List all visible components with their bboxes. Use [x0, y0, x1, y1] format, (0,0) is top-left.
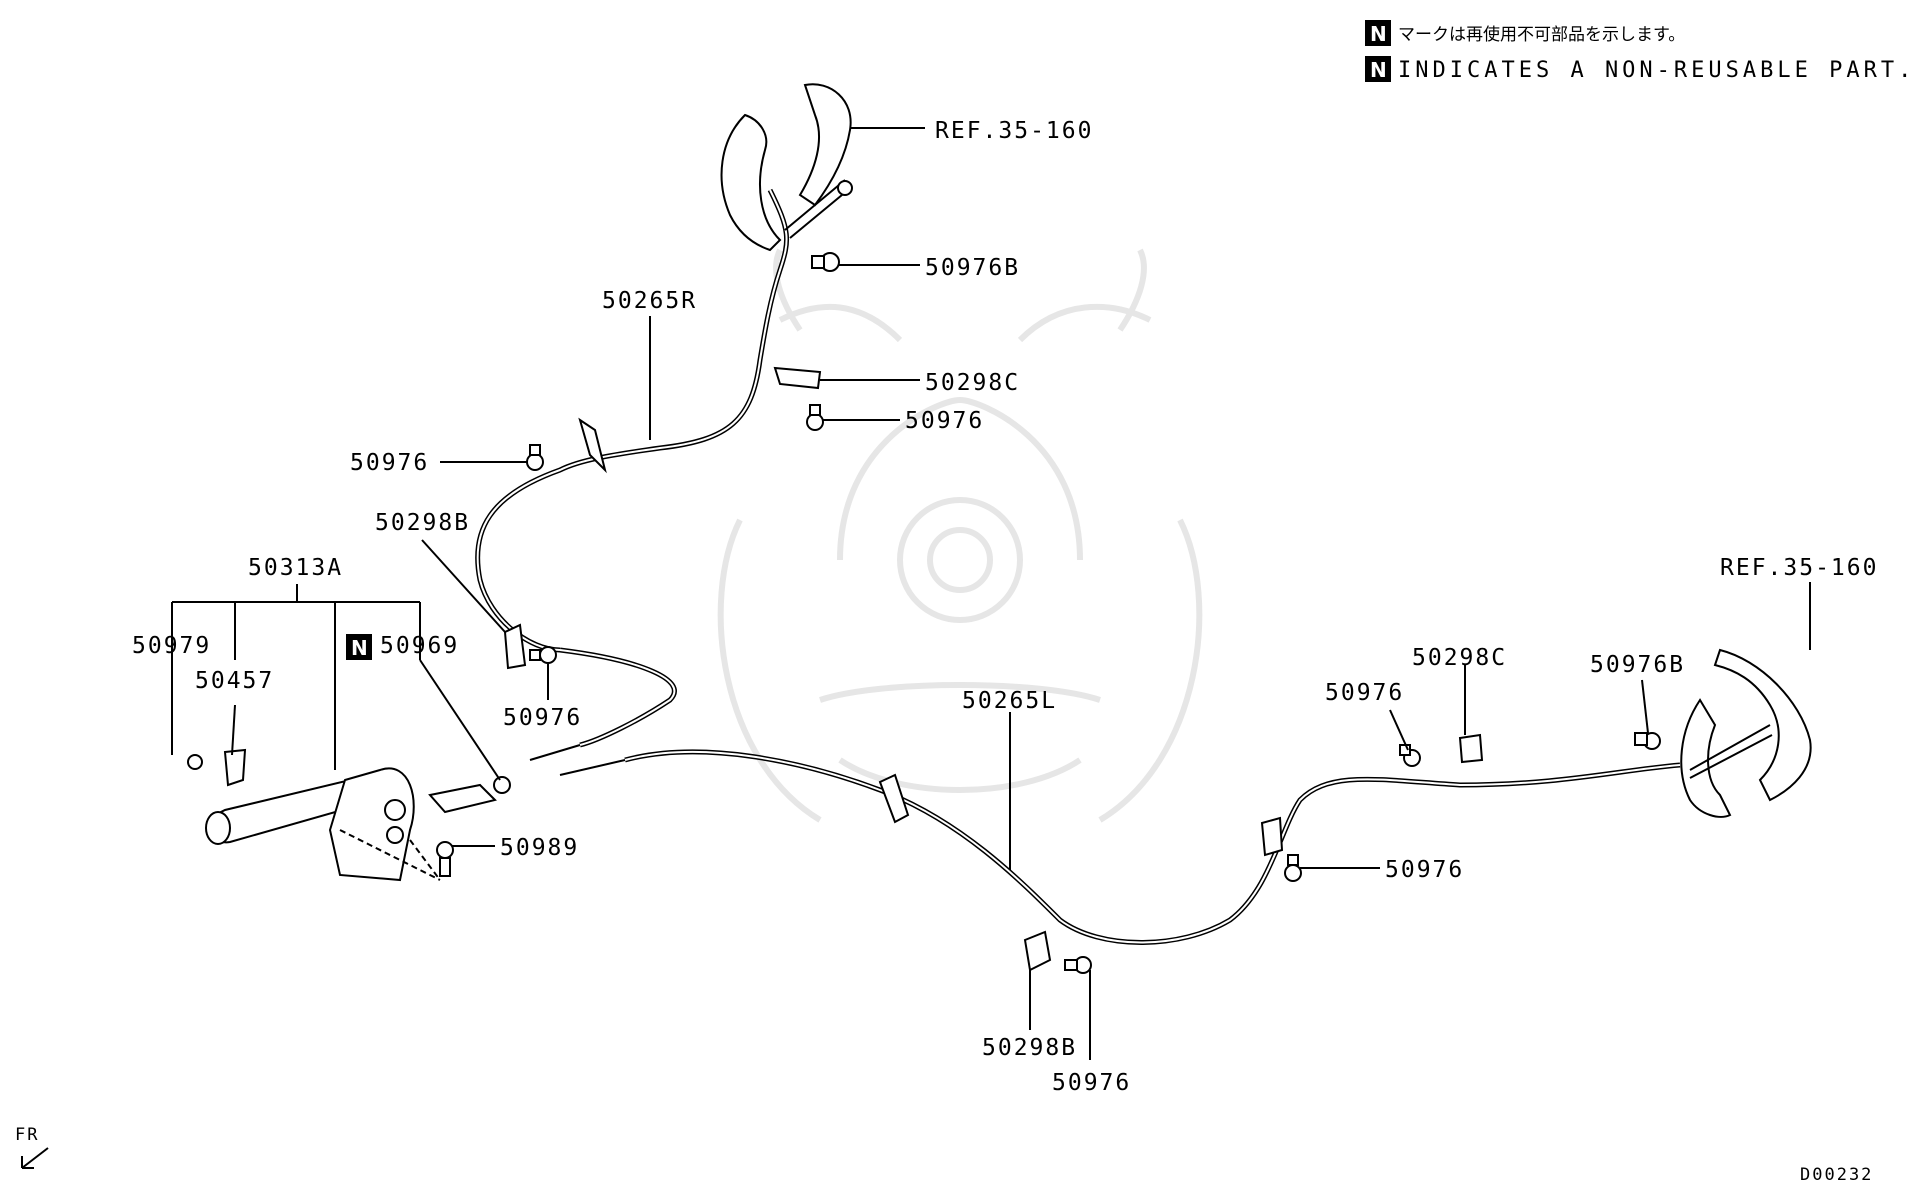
label-50979: 50979 [132, 633, 211, 659]
label-50969: 50969 [380, 633, 459, 659]
bracket-50298C-top [773, 366, 822, 390]
clamp-cable-L [878, 773, 910, 824]
label-50976-left-mid: 50976 [503, 705, 582, 731]
bracket-right-lower [1260, 816, 1284, 857]
bracket-50298B-bottom [1023, 930, 1052, 972]
bolt-50976-left-upper [526, 444, 544, 471]
direction-indicator: FR [15, 1125, 49, 1169]
label-ref-top: REF.35-160 [935, 118, 1093, 144]
label-50976-top-right: 50976 [905, 408, 984, 434]
label-50976B-right: 50976B [1590, 652, 1685, 678]
label-50976B-top: 50976B [925, 255, 1020, 281]
label-50298B-left: 50298B [375, 510, 470, 536]
label-50298C-right: 50298C [1412, 645, 1507, 671]
fr-arrow-icon [21, 1147, 49, 1169]
label-50298C-top: 50298C [925, 370, 1020, 396]
label-50265R: 50265R [602, 288, 697, 314]
non-reusable-badge-icon [346, 634, 372, 660]
bolt-50976-left-mid [529, 646, 557, 664]
grommet-50969 [493, 776, 511, 794]
hand-brake-lever [205, 767, 497, 882]
bolt-50989 [436, 841, 454, 877]
label-50265L: 50265L [962, 688, 1057, 714]
legend-badge-2: N [1370, 58, 1387, 82]
bolt-50976-top-right [806, 404, 824, 431]
diagram-code: D00232 [1800, 1165, 1873, 1185]
bolt-50976-right-lower [1284, 854, 1302, 882]
label-50976-right-lower: 50976 [1385, 857, 1464, 883]
bracket-50298C-right [1458, 733, 1484, 764]
label-50976-bottom: 50976 [1052, 1070, 1131, 1096]
watermark-emblem [717, 248, 1203, 823]
legend: N マークは再使用不可部品を示します。 N INDICATES A NON-RE… [1365, 20, 1907, 83]
bolt-50976-right-upper [1399, 744, 1421, 767]
legend-line-en: INDICATES A NON-REUSABLE PART. [1398, 58, 1907, 83]
label-50313A: 50313A [248, 555, 343, 581]
bolt-50976B-top [811, 252, 840, 272]
cable-50265R [475, 188, 790, 761]
clip-50457 [223, 748, 247, 787]
brake-shoe-right [1680, 648, 1812, 818]
label-50457: 50457 [195, 668, 274, 694]
legend-badge-1: N [1370, 22, 1387, 46]
label-ref-right: REF.35-160 [1720, 555, 1878, 581]
bolt-50976B-right [1634, 732, 1661, 750]
direction-label: FR [15, 1125, 39, 1145]
non-reusable-badge-icon [1365, 20, 1391, 46]
label-50298B-bottom: 50298B [982, 1035, 1077, 1061]
label-50969-badge: N [351, 636, 368, 660]
leader-lines [171, 127, 1811, 1060]
bracket-50298B-left [503, 623, 527, 670]
label-50976-left-upper: 50976 [350, 450, 429, 476]
cable-50265L [559, 749, 1681, 945]
clamp-left-upper [578, 417, 607, 474]
bolt-50976-bottom [1064, 956, 1092, 974]
label-50976-right-upper: 50976 [1325, 680, 1404, 706]
label-50989: 50989 [500, 835, 579, 861]
brake-shoe-top [720, 83, 853, 252]
non-reusable-badge-icon [1365, 56, 1391, 82]
legend-line-jp: マークは再使用不可部品を示します。 [1398, 24, 1685, 45]
bolt-50979 [187, 754, 203, 770]
